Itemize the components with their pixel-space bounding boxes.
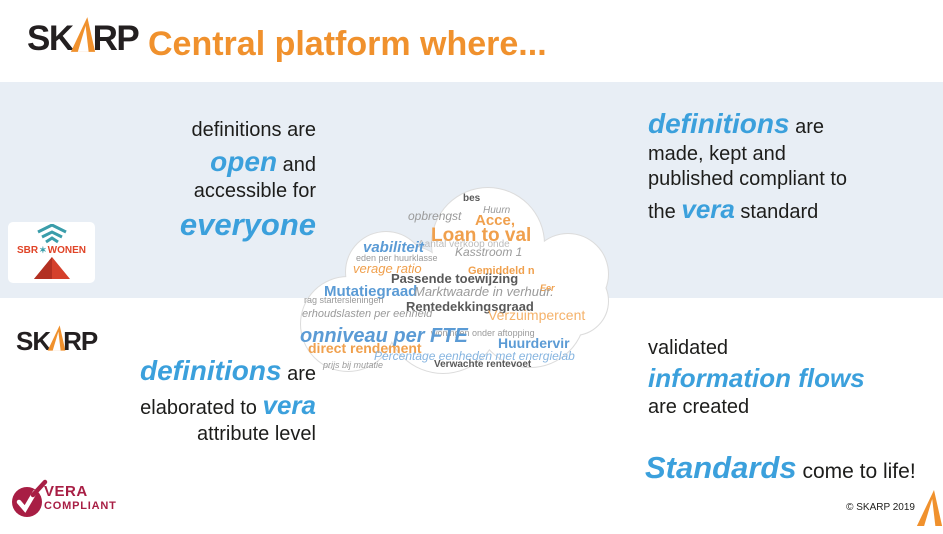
cloud-word: Marktwaarde in verhuur.: [414, 284, 554, 299]
cloud-word: vabiliteit: [363, 239, 424, 256]
cloud-word: Huurn: [483, 205, 511, 216]
text-line: are created: [648, 395, 865, 421]
text-line: open and: [60, 144, 316, 180]
text-segment: Standards: [645, 450, 797, 485]
cloud-word: Kasstroom 1: [455, 245, 523, 259]
vera-compliant-logo: VERA COMPLIANT: [10, 478, 140, 523]
cloud-word: erhoudslasten per eenheid: [302, 308, 433, 320]
skarp-logo-left: SK: [27, 19, 74, 58]
cloud-word: onniveau per FTE: [300, 325, 468, 347]
cloud-word: Rentedekkingsgraad: [406, 299, 534, 314]
skarp-arrow-icon: [70, 16, 96, 62]
text-line: attribute level: [40, 422, 316, 448]
word-cloud-shape: [300, 187, 609, 374]
text-segment: vera: [681, 194, 735, 225]
text-line: information flows: [648, 362, 865, 395]
sbr-wonen-logo: SBR ✶ WONEN: [8, 222, 95, 283]
vera-check-icon: [12, 479, 48, 517]
vera-logo-text2: COMPLIANT: [44, 500, 117, 512]
sbr-logo-text2: WONEN: [47, 245, 86, 256]
text-segment: are: [789, 116, 825, 138]
text-segment: published compliant to: [648, 168, 848, 191]
text-segment: made, kept and: [648, 142, 786, 165]
cloud-word: bes: [463, 193, 481, 204]
sbr-chevrons-icon: [36, 224, 67, 244]
text-block-standards: Standards come to life!: [645, 448, 916, 488]
cloud-word: eden per huurklasse: [356, 253, 438, 263]
text-segment: information flows: [648, 362, 865, 393]
text-line: the vera standard: [648, 193, 847, 226]
text-segment: validated: [648, 337, 729, 359]
text-segment: open: [210, 145, 278, 177]
text-segment: and: [277, 153, 316, 176]
cloud-word: Percentage eenheden met energielab: [374, 349, 575, 363]
text-line: elaborated to vera: [40, 389, 316, 422]
cloud-word: rag startersleningen: [304, 295, 384, 305]
skarp-arrow-icon: [47, 324, 66, 359]
text-line: Standards come to life!: [645, 448, 916, 488]
text-line: made, kept and: [648, 142, 847, 168]
sbr-logo-text1: SBR: [16, 245, 39, 256]
cloud-word: Loan to val: [431, 225, 532, 246]
text-segment: definitions: [139, 355, 282, 386]
cloud-word: Mutatiegraad: [324, 283, 418, 300]
cloud-word: woningen onder aftopping: [431, 328, 535, 338]
copyright-text: © SKARP 2019: [846, 502, 915, 513]
text-line: published compliant to: [648, 167, 847, 193]
skarp-corner-mark-icon: [916, 487, 943, 534]
cloud-word: Gemiddeld n: [468, 265, 535, 277]
text-segment: accessible for: [193, 180, 316, 203]
text-line: validated: [648, 336, 865, 362]
sbr-pyramid-icon: [33, 257, 70, 279]
text-segment: standard: [734, 201, 819, 224]
skarp-logo-right: RP: [92, 19, 140, 58]
cloud-word: Acce,: [475, 212, 516, 229]
sbr-star-icon: ✶: [39, 245, 47, 255]
text-segment: come to life!: [796, 460, 916, 483]
skarp-small-right: RP: [63, 326, 98, 356]
cloud-word: Verwachte rentevoet: [434, 359, 532, 370]
text-segment: definitions are: [191, 119, 316, 141]
text-line: accessible for: [60, 179, 316, 205]
text-line: everyone: [60, 205, 316, 245]
text-segment: attribute level: [197, 423, 316, 446]
text-line: definitions are: [648, 106, 847, 142]
skarp-small-left: SK: [16, 326, 51, 356]
text-segment: are: [281, 363, 316, 385]
skarp-logo: SK RP: [27, 16, 140, 62]
cloud-word: Huurdervir: [498, 335, 570, 351]
page-title: Central platform where...: [148, 25, 547, 63]
cloud-word: opbrengst: [408, 209, 462, 223]
cloud-word: prijs bij mutatie: [323, 360, 384, 370]
text-segment: everyone: [179, 207, 316, 243]
cloud-word: verage ratio: [353, 261, 422, 276]
text-segment: are created: [648, 395, 750, 418]
vera-logo-text1: VERA: [44, 483, 88, 500]
text-segment: definitions: [648, 108, 790, 139]
cloud-word: direct rendement: [308, 340, 422, 356]
skarp-logo-small: SK RP: [16, 324, 98, 359]
cloud-word: Aantal verkoop onde: [418, 239, 510, 250]
text-segment: elaborated to: [140, 396, 263, 419]
text-line: definitions are: [40, 353, 316, 389]
cloud-word: Eer: [540, 283, 555, 293]
cloud-word: Passende toewijzing: [391, 271, 519, 286]
text-line: definitions are: [60, 118, 316, 144]
cloud-word: Verzuimpercent: [488, 307, 586, 323]
text-segment: the: [648, 201, 682, 224]
text-segment: vera: [262, 389, 317, 420]
